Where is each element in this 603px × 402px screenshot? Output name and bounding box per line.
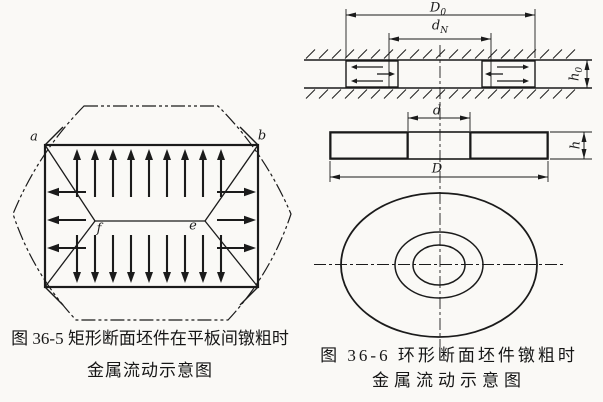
dim-label-dN: dN [431,18,449,37]
billet-rectangle [43,143,260,289]
corner-label-a: a [30,129,38,145]
ring-plan-view [340,192,538,338]
dim-label-d: d [433,105,441,118]
die-hatch-marks [305,49,576,99]
dim-label-D0: D0 [429,0,447,19]
bulged-outline-phantom [12,105,292,321]
dim-dN-main: d [431,18,441,34]
ring-flow-arrows [351,64,529,84]
dim-label-h: h [568,140,584,150]
caption-fig-36-5-line2: 金属流动示意图 [87,361,213,380]
dim-label-D: D [432,163,442,176]
ring-upset-diagram [304,9,592,347]
dim-h-main: h [568,140,584,150]
caption-fig-36-6-line2: 金属流动示意图 [372,371,526,390]
extension-lines [329,9,592,182]
rect-upset-diagram [12,105,292,321]
figure-rect-upsetting: a b f e 图 36-5 矩形断面坯件在平板间镦粗时 金属流动示意图 [0,0,300,402]
corner-arcs [44,126,259,306]
dimension-lines [330,12,590,180]
dim-d-main: d [432,103,442,119]
corner-label-b: b [257,128,267,144]
ring-section-initial [345,60,536,88]
dim-D0-sub: 0 [440,8,447,19]
centerlines [314,45,566,347]
ring-section-final [329,131,549,160]
dim-h0-sub: 0 [575,66,586,73]
flow-zone-lines [44,144,259,288]
caption-fig-36-6-line1: 图 36-6 环形断面坯件镦粗时 [320,346,578,365]
metal-flow-arrows [47,149,256,283]
caption-fig-36-5-line1: 图 36-5 矩形断面坯件在平板间镦粗时 [11,329,289,348]
dim-D-main: D [431,161,443,177]
corner-label-f: f [96,221,102,237]
dim-h0-main: h [567,72,583,82]
dim-D0-main: D [429,0,441,16]
die-surfaces [304,59,592,89]
corner-label-e: e [189,218,197,234]
dim-dN-sub: N [440,26,449,37]
dim-label-h0: h0 [567,66,586,82]
